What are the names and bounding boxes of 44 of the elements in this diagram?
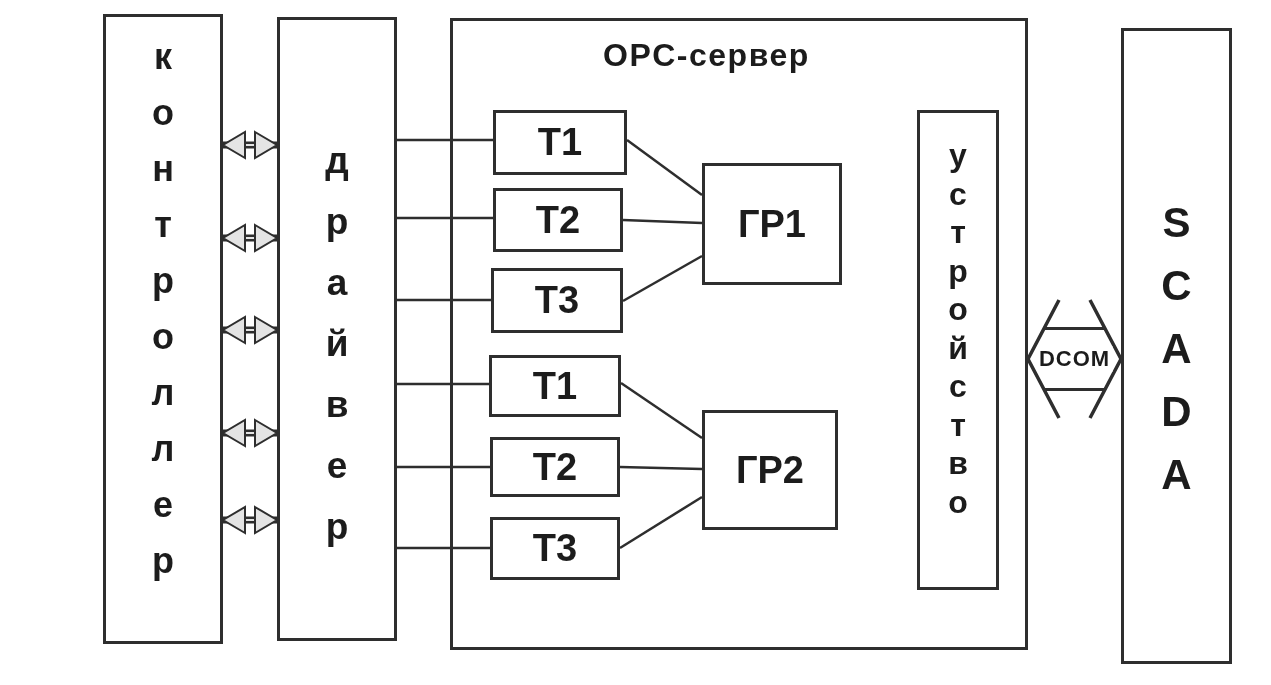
process-box (491, 268, 623, 333)
connector-line (397, 298, 491, 302)
connector-line (622, 218, 703, 225)
double-arrow (222, 506, 278, 534)
container-title: OPC-сервер (603, 37, 810, 74)
vertical-label: контроллер (150, 35, 176, 583)
wide-double-arrow (1026, 298, 1123, 420)
process-box (1121, 28, 1232, 664)
vertical-label: устройство (947, 136, 969, 521)
box-label: Т2 (532, 445, 578, 489)
box-label: Т1 (537, 121, 583, 164)
box-label: Т3 (532, 527, 578, 570)
connector-line (397, 465, 490, 469)
process-box (702, 163, 842, 285)
double-arrow (222, 419, 278, 447)
connector-line (619, 465, 703, 471)
process-box (702, 410, 838, 530)
vertical-label: SCADA (1160, 198, 1193, 500)
connector-line (626, 139, 703, 196)
process-box (493, 188, 623, 252)
box-label: Т1 (532, 364, 578, 408)
connector-line (619, 495, 703, 550)
box-label: Т3 (534, 279, 580, 322)
process-box (277, 17, 397, 641)
process-box (103, 14, 223, 644)
box-label: Т2 (535, 198, 581, 242)
double-arrow (222, 224, 278, 252)
double-arrow (222, 316, 278, 344)
connector-line (397, 382, 489, 386)
process-box (917, 110, 999, 590)
connector-line (622, 254, 703, 303)
process-box (490, 437, 620, 497)
box-label: ГР1 (738, 202, 806, 246)
vertical-label: драйвер (324, 139, 350, 549)
process-box (490, 517, 620, 580)
connector-line (620, 381, 703, 440)
connector-line (397, 138, 493, 142)
container-box (450, 18, 1028, 650)
double-arrow (222, 131, 278, 159)
process-box (489, 355, 621, 417)
box-label: ГР2 (736, 448, 804, 492)
process-box (493, 110, 627, 175)
connector-line (397, 546, 490, 550)
connector-line (397, 216, 493, 220)
